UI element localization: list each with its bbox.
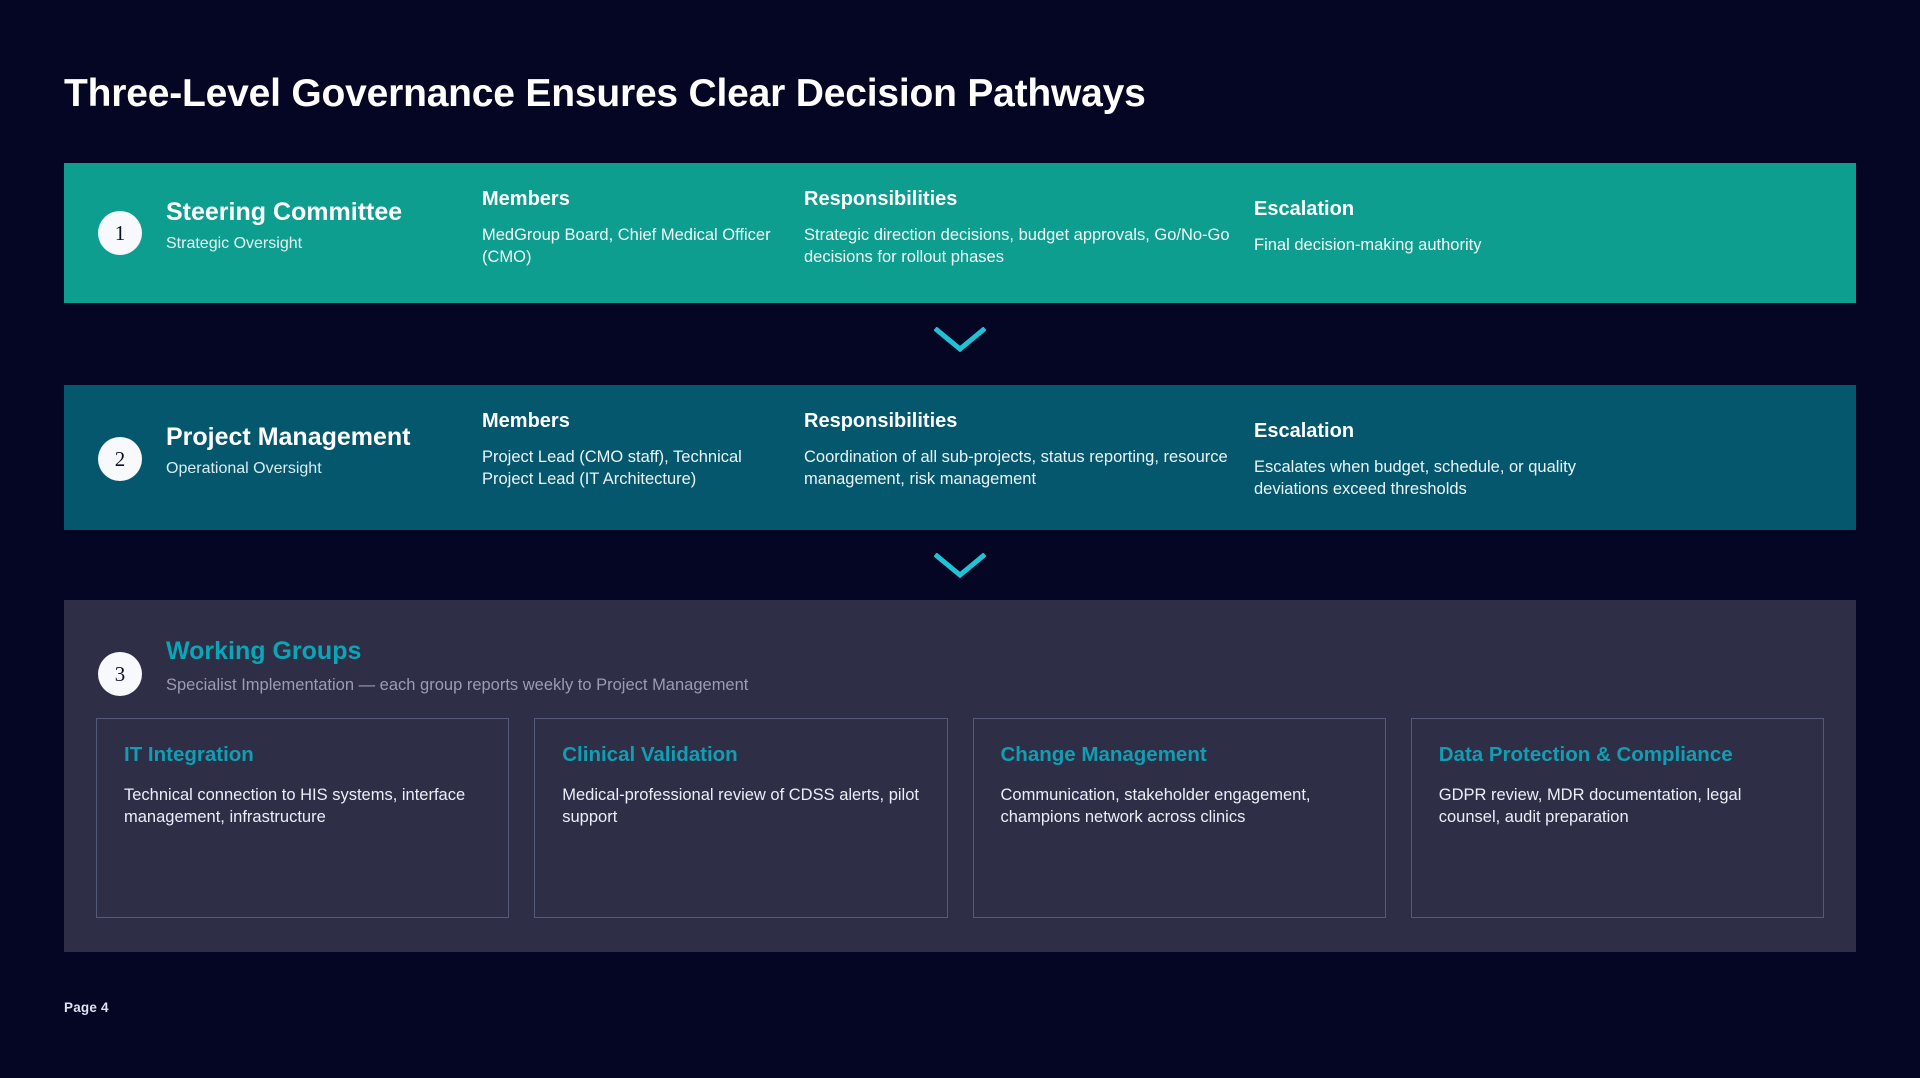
escalation-text-1: Final decision-making authority xyxy=(1254,236,1482,254)
card-title: Clinical Validation xyxy=(562,743,738,766)
card-title: IT Integration xyxy=(124,743,254,766)
level-title-2: Project Management xyxy=(166,423,411,451)
card-body: Communication, stakeholder engagement, c… xyxy=(1000,785,1311,826)
level-band-steering-committee: 1 Steering Committee Strategic Oversight… xyxy=(64,163,1856,303)
responsibilities-column-2: Responsibilities Coordination of all sub… xyxy=(804,410,1244,491)
members-header-1: Members xyxy=(482,188,570,210)
card-body: Technical connection to HIS systems, int… xyxy=(124,785,466,826)
escalation-column-2: Escalation Escalates when budget, schedu… xyxy=(1254,420,1584,501)
members-text-1: MedGroup Board, Chief Medical Officer (C… xyxy=(482,226,771,266)
responsibilities-column-1: Responsibilities Strategic direction dec… xyxy=(804,188,1244,269)
working-group-card[interactable]: IT Integration Technical connection to H… xyxy=(96,718,510,918)
chevron-down-icon xyxy=(934,553,986,579)
escalation-column-1: Escalation Final decision-making authori… xyxy=(1254,198,1584,257)
members-header-2: Members xyxy=(482,410,570,432)
escalation-header-1: Escalation xyxy=(1254,198,1355,220)
level-title-1: Steering Committee xyxy=(166,198,403,226)
level-panel-working-groups: 3 Working Groups Specialist Implementati… xyxy=(64,600,1856,952)
responsibilities-text-1: Strategic direction decisions, budget ap… xyxy=(804,226,1230,266)
level-subtitle-1: Strategic Oversight xyxy=(166,234,303,252)
responsibilities-header-2: Responsibilities xyxy=(804,410,958,432)
level-number-badge-1: 1 xyxy=(98,211,142,255)
level-number-badge-3: 3 xyxy=(98,652,142,696)
members-column-1: Members MedGroup Board, Chief Medical Of… xyxy=(482,188,772,269)
card-body: Medical-professional review of CDSS aler… xyxy=(562,785,919,826)
page-number-footer: Page 4 xyxy=(64,1000,109,1015)
chevron-down-icon xyxy=(934,327,986,353)
escalation-text-2: Escalates when budget, schedule, or qual… xyxy=(1254,458,1576,498)
level-name-block-2: Project Management Operational Oversight xyxy=(166,423,411,478)
working-group-card[interactable]: Data Protection & Compliance GDPR review… xyxy=(1410,718,1824,918)
card-title: Data Protection & Compliance xyxy=(1438,743,1733,766)
card-body: GDPR review, MDR documentation, legal co… xyxy=(1438,785,1742,826)
level-name-block-1: Steering Committee Strategic Oversight xyxy=(166,198,402,253)
level-subtitle-3: Specialist Implementation — each group r… xyxy=(166,675,749,694)
card-title: Change Management xyxy=(1000,743,1207,766)
level-title-3: Working Groups xyxy=(166,637,362,665)
working-group-card-list: IT Integration Technical connection to H… xyxy=(96,718,1824,918)
page-title: Three-Level Governance Ensures Clear Dec… xyxy=(64,72,1146,115)
responsibilities-text-2: Coordination of all sub-projects, status… xyxy=(804,448,1228,488)
members-column-2: Members Project Lead (CMO staff), Techni… xyxy=(482,410,772,491)
escalation-header-2: Escalation xyxy=(1254,420,1355,442)
level-number-badge-2: 2 xyxy=(98,437,142,481)
level-name-block-3: Working Groups Specialist Implementation… xyxy=(166,637,748,695)
level-subtitle-2: Operational Oversight xyxy=(166,459,322,477)
responsibilities-header-1: Responsibilities xyxy=(804,188,958,210)
members-text-2: Project Lead (CMO staff), Technical Proj… xyxy=(482,448,742,488)
level-band-project-management: 2 Project Management Operational Oversig… xyxy=(64,385,1856,530)
working-group-card[interactable]: Clinical Validation Medical-professional… xyxy=(534,718,948,918)
working-group-card[interactable]: Change Management Communication, stakeho… xyxy=(972,718,1386,918)
